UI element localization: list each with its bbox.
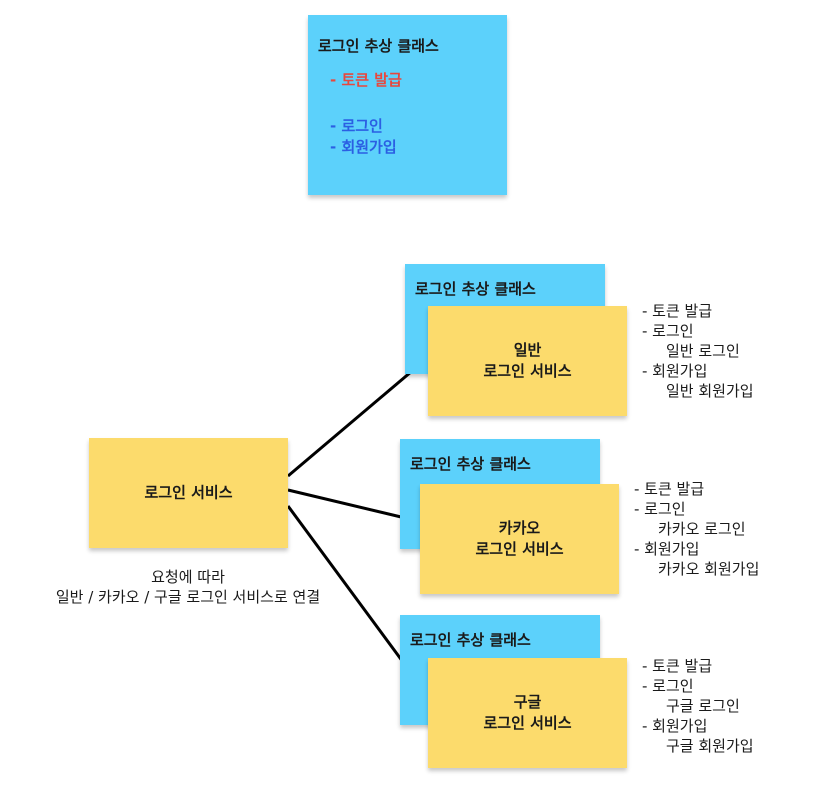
abstract-class-note-top: 로그인 추상 클래스 - 토큰 발급 - 로그인 - 회원가입 bbox=[308, 15, 507, 195]
routing-caption: 요청에 따라 일반 / 카카오 / 구글 로그인 서비스로 연결 bbox=[40, 567, 336, 607]
google-login-service-note: 구글 로그인 서비스 bbox=[428, 658, 627, 768]
method-item: - 토큰 발급 bbox=[634, 480, 705, 498]
method-item: - 로그인 bbox=[634, 500, 686, 518]
kakao-method-list: - 토큰 발급 - 로그인 카카오 로그인 - 회원가입 카카오 회원가입 bbox=[634, 479, 759, 579]
abstract-class-title: 로그인 추상 클래스 bbox=[415, 280, 536, 298]
method-item: - 토큰 발급 bbox=[642, 302, 713, 320]
service-name-label: 로그인 서비스 bbox=[483, 362, 572, 380]
general-login-service-note: 일반 로그인 서비스 bbox=[428, 306, 627, 416]
method-item: - 회원가입 bbox=[642, 362, 708, 380]
method-item: - 로그인 bbox=[642, 322, 694, 340]
abstract-class-title: 로그인 추상 클래스 bbox=[410, 631, 531, 649]
connector-to-general bbox=[287, 353, 432, 478]
method-item: - 회원가입 bbox=[634, 540, 700, 558]
method-item: - 로그인 bbox=[642, 677, 694, 695]
connector-to-kakao bbox=[287, 488, 423, 524]
method-detail: 카카오 회원가입 bbox=[658, 560, 760, 578]
abstract-class-title: 로그인 추상 클래스 bbox=[410, 455, 531, 473]
login-service-note: 로그인 서비스 bbox=[89, 438, 288, 548]
method-detail: 구글 회원가입 bbox=[666, 737, 754, 755]
google-method-list: - 토큰 발급 - 로그인 구글 로그인 - 회원가입 구글 회원가입 bbox=[642, 656, 754, 756]
service-name-label: 로그인 서비스 bbox=[483, 714, 572, 732]
service-type-label: 카카오 bbox=[498, 519, 541, 537]
service-type-label: 일반 bbox=[513, 341, 542, 359]
method-detail: 일반 로그인 bbox=[666, 342, 740, 360]
login-service-label: 로그인 서비스 bbox=[144, 483, 233, 502]
method-item: - 토큰 발급 bbox=[642, 657, 713, 675]
method-detail: 일반 회원가입 bbox=[666, 382, 754, 400]
routing-caption-line2: 일반 / 카카오 / 구글 로그인 서비스로 연결 bbox=[55, 588, 321, 606]
method-token-issue: - 토큰 발급 bbox=[330, 71, 402, 89]
method-signup: - 회원가입 bbox=[330, 138, 397, 156]
service-type-label: 구글 bbox=[513, 693, 542, 711]
abstract-class-title: 로그인 추상 클래스 bbox=[318, 37, 439, 55]
method-item: - 회원가입 bbox=[642, 717, 708, 735]
method-detail: 구글 로그인 bbox=[666, 697, 740, 715]
method-detail: 카카오 로그인 bbox=[658, 520, 746, 538]
kakao-login-service-note: 카카오 로그인 서비스 bbox=[420, 484, 619, 594]
routing-caption-line1: 요청에 따라 bbox=[151, 568, 225, 586]
service-name-label: 로그인 서비스 bbox=[475, 540, 564, 558]
method-login: - 로그인 bbox=[330, 117, 383, 135]
general-method-list: - 토큰 발급 - 로그인 일반 로그인 - 회원가입 일반 회원가입 bbox=[642, 301, 754, 401]
